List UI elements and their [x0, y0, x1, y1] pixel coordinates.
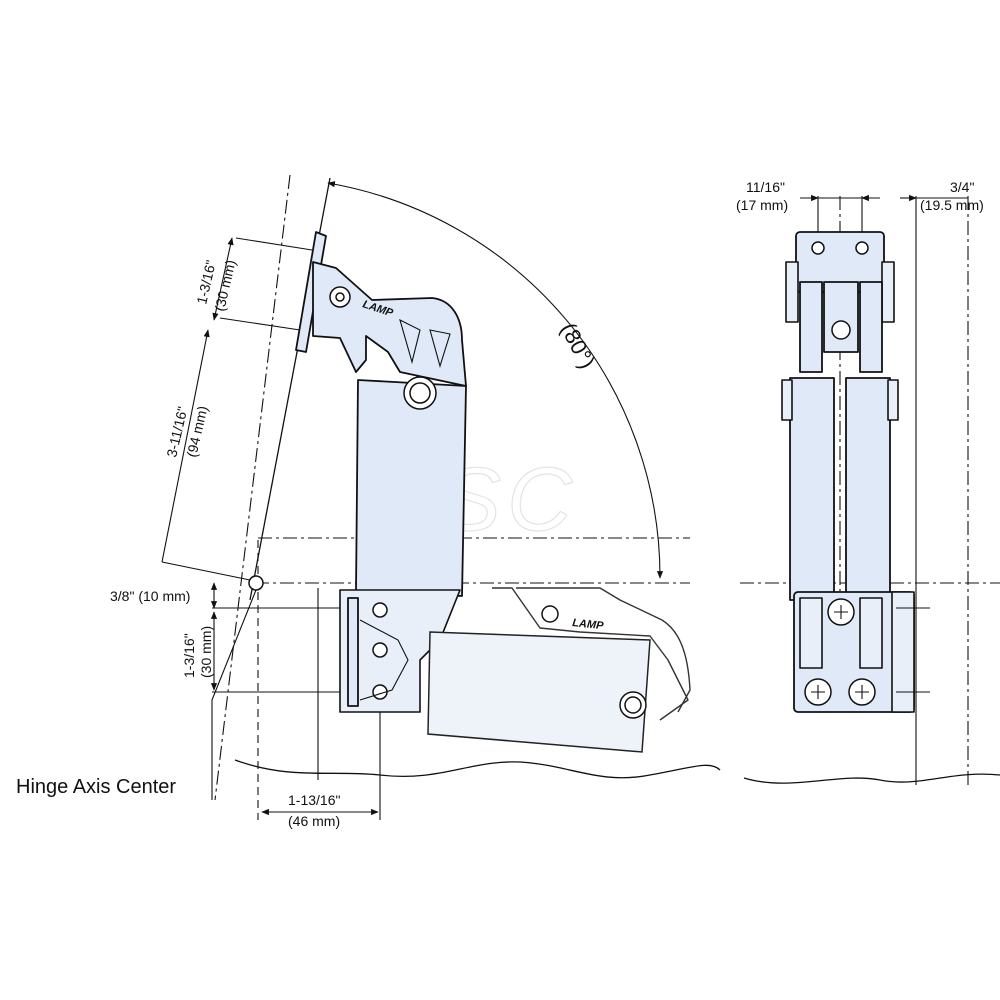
- dim-side-width: 11/16" (17 mm): [736, 179, 880, 213]
- hinge-axis-label: Hinge Axis Center: [16, 776, 176, 798]
- dim-side-offset-in: 3/4": [950, 179, 974, 195]
- angle-label: (80°): [556, 319, 601, 373]
- dim-lower-left-in: 1-3/16": [181, 633, 197, 678]
- upper-hinge-arm: LAMP: [295, 231, 467, 387]
- hinge-axis-leader: [211, 589, 257, 800]
- angle-arc: [327, 181, 664, 579]
- dim-lower-left: 1-3/16" (30 mm): [181, 611, 218, 691]
- hinge-axis-center-marker: [248, 575, 264, 591]
- dim-lower-left-mm: (30 mm): [198, 626, 214, 678]
- dim-upper-left: 1-3/16" (30 mm): [193, 237, 313, 331]
- dim-bottom-mm: (46 mm): [288, 813, 340, 829]
- dim-middle-left: 3-11/16" (94 mm): [161, 329, 251, 581]
- lower-mounting-bracket: [339, 589, 461, 713]
- cabinet-edge-wave: [234, 759, 721, 779]
- dim-offset: 3/8" (10 mm): [110, 582, 218, 609]
- dim-side-width-mm: (17 mm): [736, 197, 788, 213]
- brand-label-lower: LAMP: [572, 617, 605, 632]
- dim-side-width-in: 11/16": [746, 179, 785, 195]
- open-position-hinge: LAMP: [427, 587, 691, 753]
- hinge-cylinder-body: [355, 376, 467, 597]
- dim-bottom-in: 1-13/16": [288, 792, 340, 808]
- side-view: [740, 196, 1000, 785]
- dim-offset-label: 3/8" (10 mm): [110, 588, 190, 604]
- dim-side-offset: 3/4" (19.5 mm): [900, 179, 984, 213]
- dim-bottom: 1-13/16" (46 mm): [261, 792, 379, 829]
- dim-side-offset-mm: (19.5 mm): [920, 197, 984, 213]
